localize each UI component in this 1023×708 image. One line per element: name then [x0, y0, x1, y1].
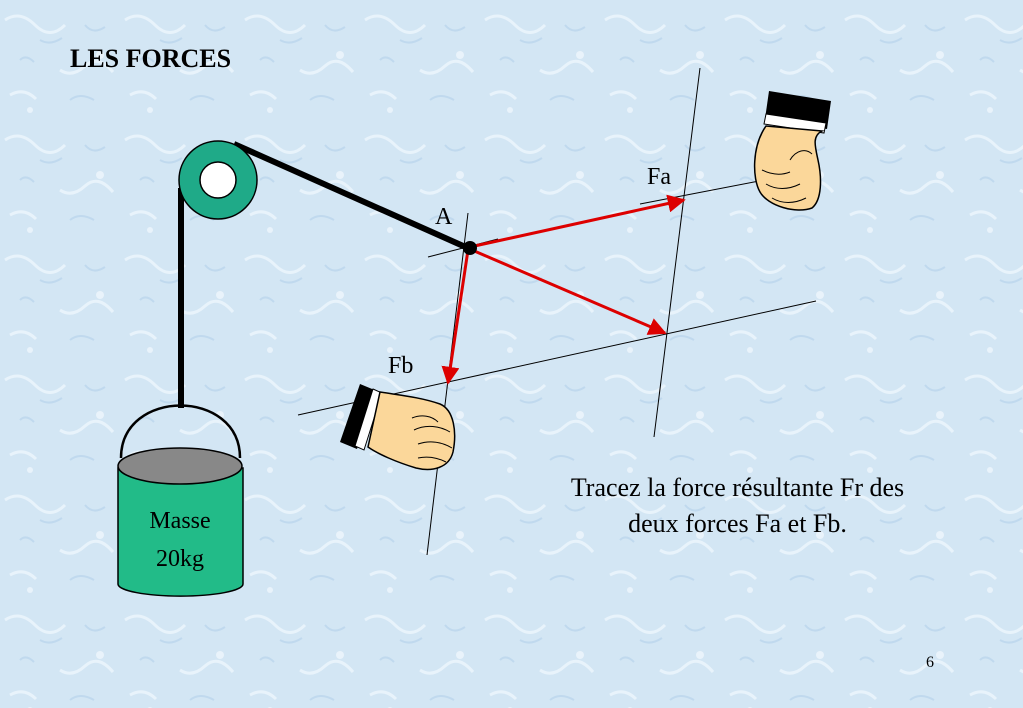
label-point-a: A — [435, 204, 453, 230]
instruction-line-2: deux forces Fa et Fb. — [628, 509, 847, 538]
instruction-line-1: Tracez la force résultante Fr des — [570, 473, 905, 502]
bucket-label-line1: Masse — [149, 508, 210, 534]
parallel-line-vertical — [653, 67, 701, 438]
force-arrow-fb — [441, 249, 470, 385]
pulley-icon — [178, 140, 258, 220]
bucket-icon — [117, 404, 244, 597]
rope-diagonal — [232, 141, 472, 252]
hand-bottom-icon — [340, 384, 456, 471]
hand-top-icon — [753, 91, 831, 211]
instruction-text: Tracez la force résultante Fr des deux f… — [520, 470, 955, 542]
force-arrow-fa — [469, 194, 686, 249]
page-number: 6 — [926, 654, 934, 671]
line-a-b — [426, 212, 469, 556]
point-a-marker — [463, 241, 477, 255]
bucket-label-line2: 20kg — [156, 546, 204, 572]
force-arrow-resultant — [471, 248, 667, 335]
slide-title: LES FORCES — [70, 44, 232, 73]
label-force-fa: Fa — [647, 164, 671, 190]
label-force-fb: Fb — [388, 353, 413, 379]
